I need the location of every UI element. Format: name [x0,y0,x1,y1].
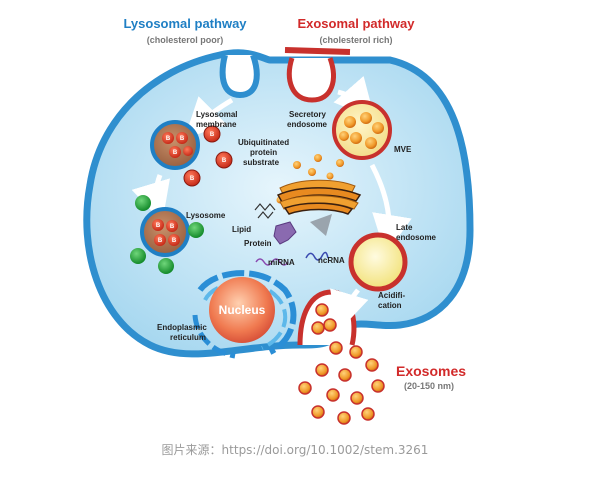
b-marker: B [172,238,177,244]
late-endosome-label: endosome [396,233,437,242]
arrow-mve-to-late [369,163,412,255]
lipid-icon [254,203,276,219]
b-marker: B [170,224,175,230]
er-outer [197,270,297,355]
arrow-late-to-exocytosis [330,288,369,333]
b-marker: B [173,150,178,156]
golgi-vesicles [276,154,344,214]
lysosomal-invagination [219,54,260,99]
lysosomal-pathway-title: Lysosomal pathway [123,16,247,31]
mirna-icon [255,258,289,266]
exosomal-pathway-sub: (cholesterol rich) [319,35,392,45]
er-left [192,314,236,359]
arrow-lysosomal-top [184,96,234,139]
nucleus-group: Nucleus [192,270,297,359]
er-label: Endoplasmic [157,323,207,332]
late-endosome [348,232,408,292]
b-marker: B [222,158,227,164]
lysosomal-pathway-sub: (cholesterol poor) [147,35,224,45]
ubiquitinated-label: Ubiquitinated [238,138,289,147]
arrow-lysosomal-down [131,174,170,223]
acidification-label: cation [378,301,402,310]
lysosomal-membrane-label: membrane [196,120,237,129]
acidification-label: Acidifi- [378,291,405,300]
grey-transport-arrow [310,214,332,236]
er-inner [203,280,288,350]
b-marker: B [158,238,163,244]
nucleus-label: Nucleus [219,303,266,317]
ncrna-icon [305,251,329,261]
b-marker: B [156,223,161,229]
ubiquitinated-label: substrate [243,158,280,167]
upper-lysosome [150,120,200,170]
protein-label: Protein [244,239,272,248]
b-marker: B [180,136,185,142]
mirna-label: miRNA [268,258,295,267]
secretory-endosome-label: endosome [287,120,328,129]
secretory-endosome [286,57,336,103]
golgi-apparatus [276,179,362,215]
lower-lysosome [140,207,190,257]
green-markers [130,195,204,274]
exosomal-membrane-segment [284,47,351,55]
image-source-caption: 图片来源：https://doi.org/10.1002/stem.3261 [161,443,429,457]
b-marker: B [166,136,171,142]
lipid-label: Lipid [232,225,251,234]
ubiquitinated-label: protein [250,148,277,157]
protein-icon [273,221,297,245]
exosomes-title: Exosomes [396,363,466,379]
exosomes-size: (20-150 nm) [404,381,454,391]
exosomal-pathway-title: Exosomal pathway [297,16,415,31]
exosomes-released [298,303,385,425]
nucleus [209,277,275,343]
er-label: reticulum [170,333,206,342]
mve [332,100,392,160]
lysosome-label: Lysosome [186,211,226,220]
secretory-endosome-label: Secretory [289,110,326,119]
late-endosome-label: Late [396,223,413,232]
b-marker: B [210,132,215,138]
lysosomal-membrane-label: Lysosomal [196,110,238,119]
ncrna-label: ncRNA [318,256,345,265]
b-markers: B B B B B B B [156,136,185,244]
b-marker: B [190,176,195,182]
mve-label: MVE [394,145,412,154]
ubiquitinated-substrates: B B B [183,125,233,187]
